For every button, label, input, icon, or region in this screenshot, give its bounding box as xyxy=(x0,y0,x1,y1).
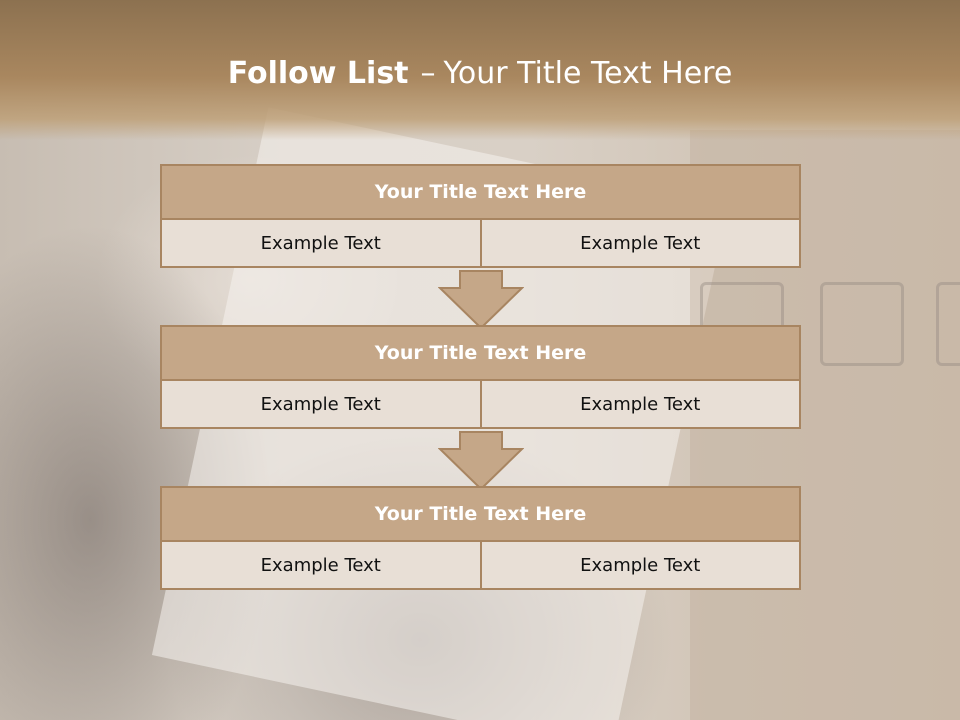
list-block-2: Your Title Text Here Example Text Exampl… xyxy=(160,325,801,429)
down-arrow-icon xyxy=(438,431,524,491)
list-block-title: Your Title Text Here xyxy=(160,164,801,220)
list-block-row: Example Text Example Text xyxy=(160,379,801,429)
list-cell-right: Example Text xyxy=(479,218,801,268)
list-block-1: Your Title Text Here Example Text Exampl… xyxy=(160,164,801,268)
list-block-row: Example Text Example Text xyxy=(160,540,801,590)
slide-title-separator: – xyxy=(420,56,436,91)
list-block-row: Example Text Example Text xyxy=(160,218,801,268)
list-cell-left: Example Text xyxy=(160,540,482,590)
slide-title-bold: Follow List xyxy=(227,56,409,91)
list-cell-right: Example Text xyxy=(479,540,801,590)
list-block-title: Your Title Text Here xyxy=(160,325,801,381)
list-block-title: Your Title Text Here xyxy=(160,486,801,542)
list-cell-left: Example Text xyxy=(160,379,482,429)
list-cell-left: Example Text xyxy=(160,218,482,268)
slide-title: Follow List–Your Title Text Here xyxy=(0,56,960,91)
list-cell-right: Example Text xyxy=(479,379,801,429)
title-band xyxy=(0,0,960,140)
list-block-3: Your Title Text Here Example Text Exampl… xyxy=(160,486,801,590)
background-fragile-glass-icon xyxy=(820,282,904,366)
slide-title-rest: Your Title Text Here xyxy=(443,56,733,91)
background-box-icon xyxy=(936,282,960,366)
down-arrow-icon xyxy=(438,270,524,330)
